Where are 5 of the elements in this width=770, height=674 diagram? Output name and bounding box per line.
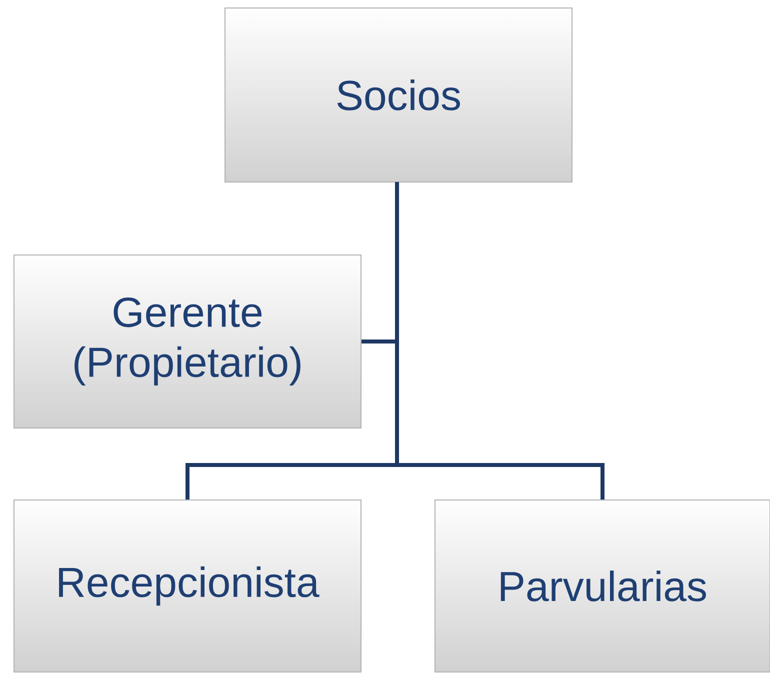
org-box: Recepcionista [14,500,362,672]
org-box: Socios [224,8,572,182]
org-box: Parvularias [434,500,770,672]
org-box: Gerente (Propietario) [14,254,362,428]
connector-line [395,182,604,500]
